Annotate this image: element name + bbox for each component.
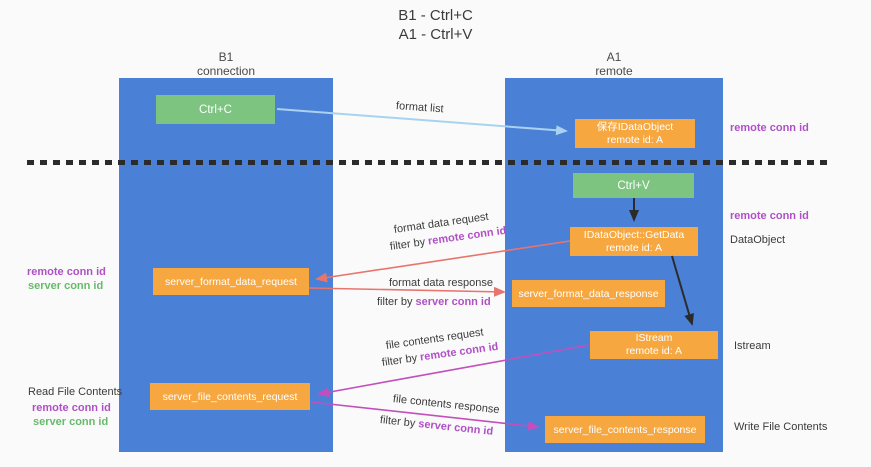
node-format-request-label: server_format_data_request [165,275,297,288]
node-getdata-line2: remote id: A [605,241,663,254]
node-file-request-label: server_file_contents_request [162,390,298,403]
node-ctrl-c: Ctrl+C [156,95,275,124]
filter-server-conn-id: server conn id [415,296,491,308]
lane-a1-name: A1 [606,50,622,64]
annotation-remote-conn-id-top: remote conn id [730,122,809,134]
node-ctrl-v-label: Ctrl+V [617,179,650,192]
annotation-left-server-conn-id-bottom: server conn id [33,416,109,428]
annotation-istream: Istream [734,340,771,352]
lane-header-b1: B1 connection [119,50,333,78]
node-istream: IStream remote id: A [590,331,718,359]
filter-prefix: filter by [389,235,429,253]
filter-prefix: filter by [381,351,421,369]
annotation-remote-conn-id-mid: remote conn id [730,210,809,222]
annotation-left-remote-conn-id-mid: remote conn id [27,266,106,278]
node-idataobject-getdata: IDataObject::GetData remote id: A [570,227,698,256]
phase-separator-dashed-line [27,160,833,165]
annotation-left-server-conn-id-mid: server conn id [28,280,104,292]
lane-b1-role: connection [196,64,256,78]
annotation-read-file-contents: Read File Contents [28,386,123,398]
node-save-idataobject-line1: 保存IDataObject [596,120,674,133]
node-save-idataobject: 保存IDataObject remote id: A [575,119,695,148]
node-server-file-contents-response: server_file_contents_response [545,416,705,443]
node-save-idataobject-line2: remote id: A [606,133,664,146]
label-filter-by-server-conn-id-1: filter by server conn id [377,296,491,308]
lane-a1-role: remote [595,64,633,78]
node-istream-line2: remote id: A [625,345,683,357]
annotation-write-file-contents: Write File Contents [734,421,828,433]
filter-server-conn-id: server conn id [417,418,494,438]
label-filter-by-server-conn-id-2: filter by server conn id [379,414,493,438]
node-istream-line1: IStream [635,332,673,344]
title-line-a1: A1 - Ctrl+V [398,26,473,43]
label-format-data-response: format data response [389,277,493,289]
title-line-b1: B1 - Ctrl+C [398,7,473,24]
node-ctrl-v: Ctrl+V [573,173,694,198]
lane-b1-name: B1 [218,50,234,64]
annotation-left-remote-conn-id-bottom: remote conn id [32,402,111,414]
diagram-title: B1 - Ctrl+C A1 - Ctrl+V [0,6,871,44]
node-server-format-data-response: server_format_data_response [512,280,665,307]
node-server-format-data-request: server_format_data_request [153,268,309,295]
node-server-file-contents-request: server_file_contents_request [150,383,310,410]
node-ctrl-c-label: Ctrl+C [199,103,232,116]
annotation-dataobject: DataObject [730,234,786,246]
node-file-response-label: server_file_contents_response [553,423,697,436]
label-file-contents-response: file contents response [392,393,501,417]
label-format-list: format list [395,100,444,116]
lane-header-a1: A1 remote [505,50,723,78]
filter-prefix: filter by [379,414,419,430]
filter-prefix: filter by [377,296,416,308]
node-format-response-label: server_format_data_response [518,287,659,300]
node-getdata-line1: IDataObject::GetData [583,228,685,241]
